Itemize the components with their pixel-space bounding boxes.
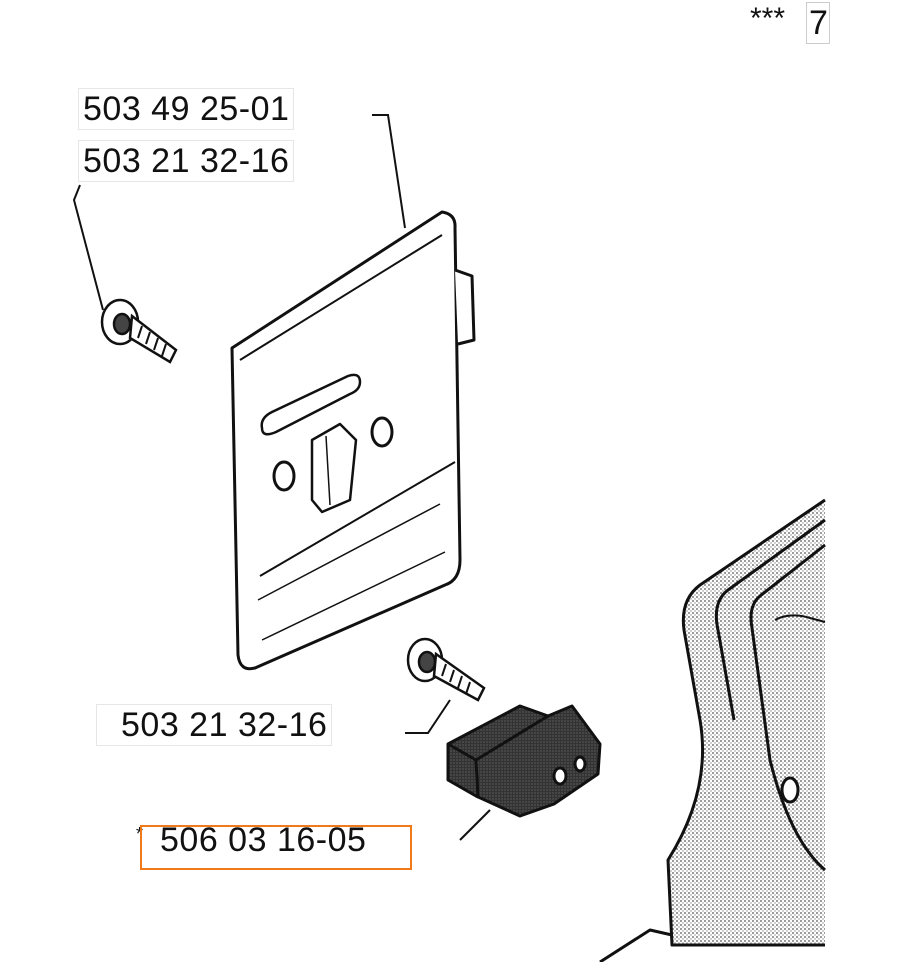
part-number-label[interactable]: 503 21 32-16	[78, 140, 295, 182]
corner-asterisks: ***	[750, 2, 786, 35]
part-number-label[interactable]: 503 49 25-01	[78, 88, 295, 130]
leader-screw-bottom	[405, 699, 451, 734]
chain-tensioner-block	[446, 704, 602, 818]
guide-plate	[230, 210, 476, 671]
asterisk-marker: *	[136, 824, 144, 844]
chainsaw-housing	[599, 498, 826, 962]
leader-screw-top	[72, 184, 104, 311]
part-number-label[interactable]: 503 21 32-16	[96, 704, 333, 746]
leader-plate	[372, 114, 406, 229]
screw-bottom	[406, 637, 486, 702]
highlight-box[interactable]	[140, 825, 412, 870]
leader-spike	[459, 809, 491, 841]
leader-lines	[72, 114, 491, 841]
screw-top	[100, 298, 178, 364]
corner-reference-box: 7	[806, 2, 830, 44]
